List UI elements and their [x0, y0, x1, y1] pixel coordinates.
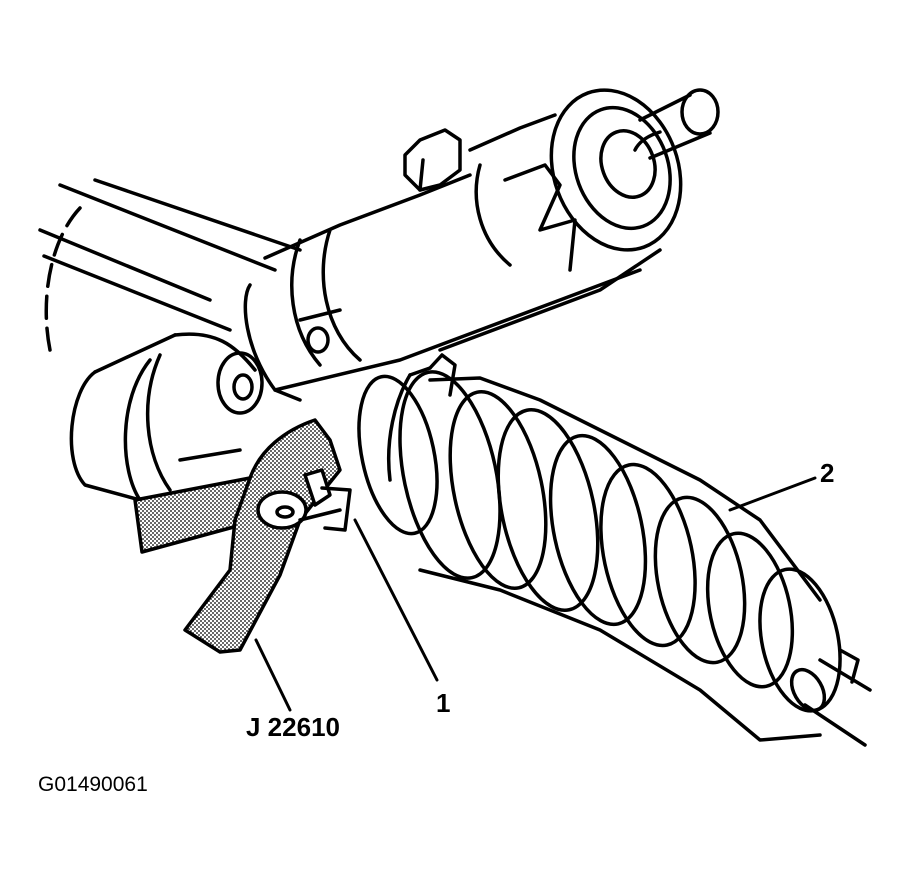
valve-housing — [243, 173, 662, 402]
tool-number-label: J 22610 — [246, 712, 340, 742]
rack-boot — [357, 370, 842, 742]
crimp-tool-j22610 — [133, 418, 352, 654]
input-shaft — [633, 88, 720, 160]
figure-id-label: G01490061 — [38, 773, 148, 796]
leader-lines — [254, 476, 817, 712]
callout-1-label: 1 — [436, 688, 451, 718]
mounting-frame — [38, 178, 302, 352]
tie-rod — [789, 648, 872, 747]
pinion-boss — [403, 113, 577, 272]
gear-housing — [69, 332, 264, 502]
callout-2-label: 2 — [820, 458, 835, 488]
